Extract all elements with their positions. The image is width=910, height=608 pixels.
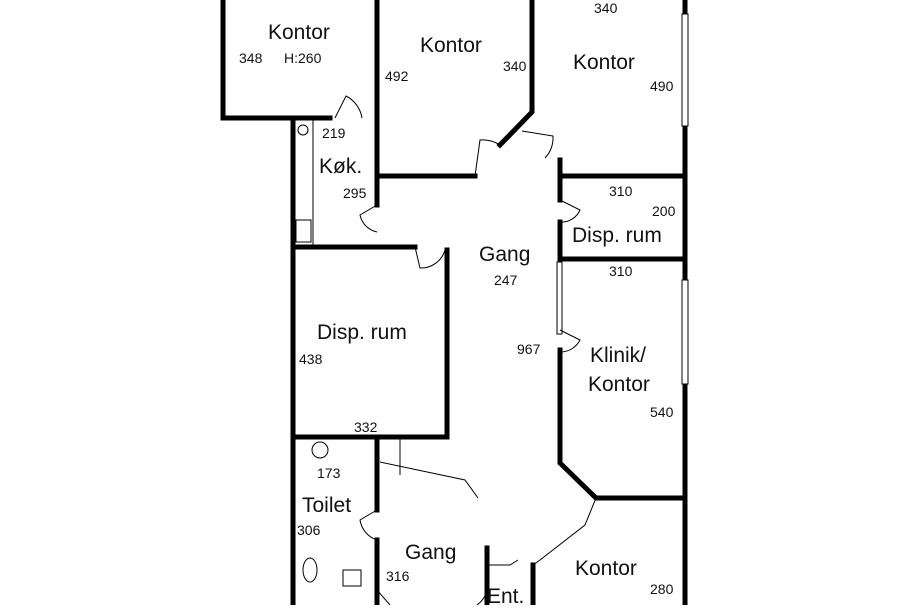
window-gang xyxy=(556,261,563,335)
dim-klinik-w: 310 xyxy=(609,263,633,279)
door-gang-bottom xyxy=(376,589,391,605)
room-label-ent: Ent. xyxy=(487,585,525,608)
dim-toilet-h: 306 xyxy=(297,522,321,538)
wall-kontor-2-right xyxy=(496,0,535,149)
toilet-bowl-icon xyxy=(302,557,318,583)
door-kontor-2 xyxy=(474,139,501,177)
door-kok xyxy=(359,204,378,233)
room-label-gang: Gang xyxy=(479,243,531,266)
door-disp-left xyxy=(414,246,446,269)
door-ent xyxy=(487,559,519,566)
door-toilet xyxy=(359,509,378,541)
dim-kok-w: 219 xyxy=(322,125,346,141)
dim-disp-right-w: 310 xyxy=(609,183,633,199)
dim-disp-left-h: 438 xyxy=(299,351,323,367)
dim-toilet-w: 173 xyxy=(317,465,341,481)
dim-kok-h: 295 xyxy=(343,185,367,201)
wall-kontor-3-bottom xyxy=(557,157,688,179)
dim-kontor-4-w: 280 xyxy=(650,581,674,597)
stove-icon xyxy=(297,124,309,136)
dim-kontor-2-h: 340 xyxy=(503,58,527,74)
wall-kontor-1-outer xyxy=(220,0,296,605)
room-label-gang-lower: Gang xyxy=(405,541,457,564)
door-kontor-4 xyxy=(532,497,597,566)
dim-disp-left-w: 332 xyxy=(354,419,378,435)
wall-klinik-left xyxy=(557,347,688,501)
dim-kontor-3-top: 340 xyxy=(594,0,618,16)
dim-klinik-h: 540 xyxy=(650,404,674,420)
dim-gang-lower-w: 316 xyxy=(386,568,410,584)
room-label-kontor-2: Kontor xyxy=(420,34,482,57)
dim-kontor-3-h: 490 xyxy=(650,78,674,94)
window-1 xyxy=(681,13,689,127)
door-kontor-1 xyxy=(334,95,363,119)
door-klinik xyxy=(559,329,581,353)
room-label-toilet: Toilet xyxy=(302,494,352,517)
washer-icon xyxy=(311,441,329,459)
room-label-klinik-2: Kontor xyxy=(588,373,650,396)
door-kontor-3 xyxy=(521,130,554,159)
door-gang-lower xyxy=(379,461,479,499)
toilet-sink-icon xyxy=(342,569,362,587)
dim-kontor-1-w: 348 xyxy=(239,50,263,66)
sink-icon xyxy=(295,219,312,243)
dim-kontor-2-w: 492 xyxy=(385,68,409,84)
dim-disp-right-h: 200 xyxy=(652,203,676,219)
kitchen-counter xyxy=(294,119,314,248)
window-2 xyxy=(681,279,689,385)
dim-gang-h: 967 xyxy=(517,341,541,357)
room-label-kontor-3: Kontor xyxy=(573,51,635,74)
room-label-kok: Køk. xyxy=(319,155,363,178)
room-label-disp-right: Disp. rum xyxy=(572,224,662,247)
dim-gang-w: 247 xyxy=(494,272,518,288)
room-label-disp-left: Disp. rum xyxy=(317,321,407,344)
room-label-kontor-4: Kontor xyxy=(575,557,637,580)
door-disp-right xyxy=(559,199,581,223)
room-label-klinik-1: Klinik/ xyxy=(590,344,647,367)
room-label-kontor-1: Kontor xyxy=(268,21,330,44)
dim-kontor-1-h: H:260 xyxy=(284,50,322,66)
